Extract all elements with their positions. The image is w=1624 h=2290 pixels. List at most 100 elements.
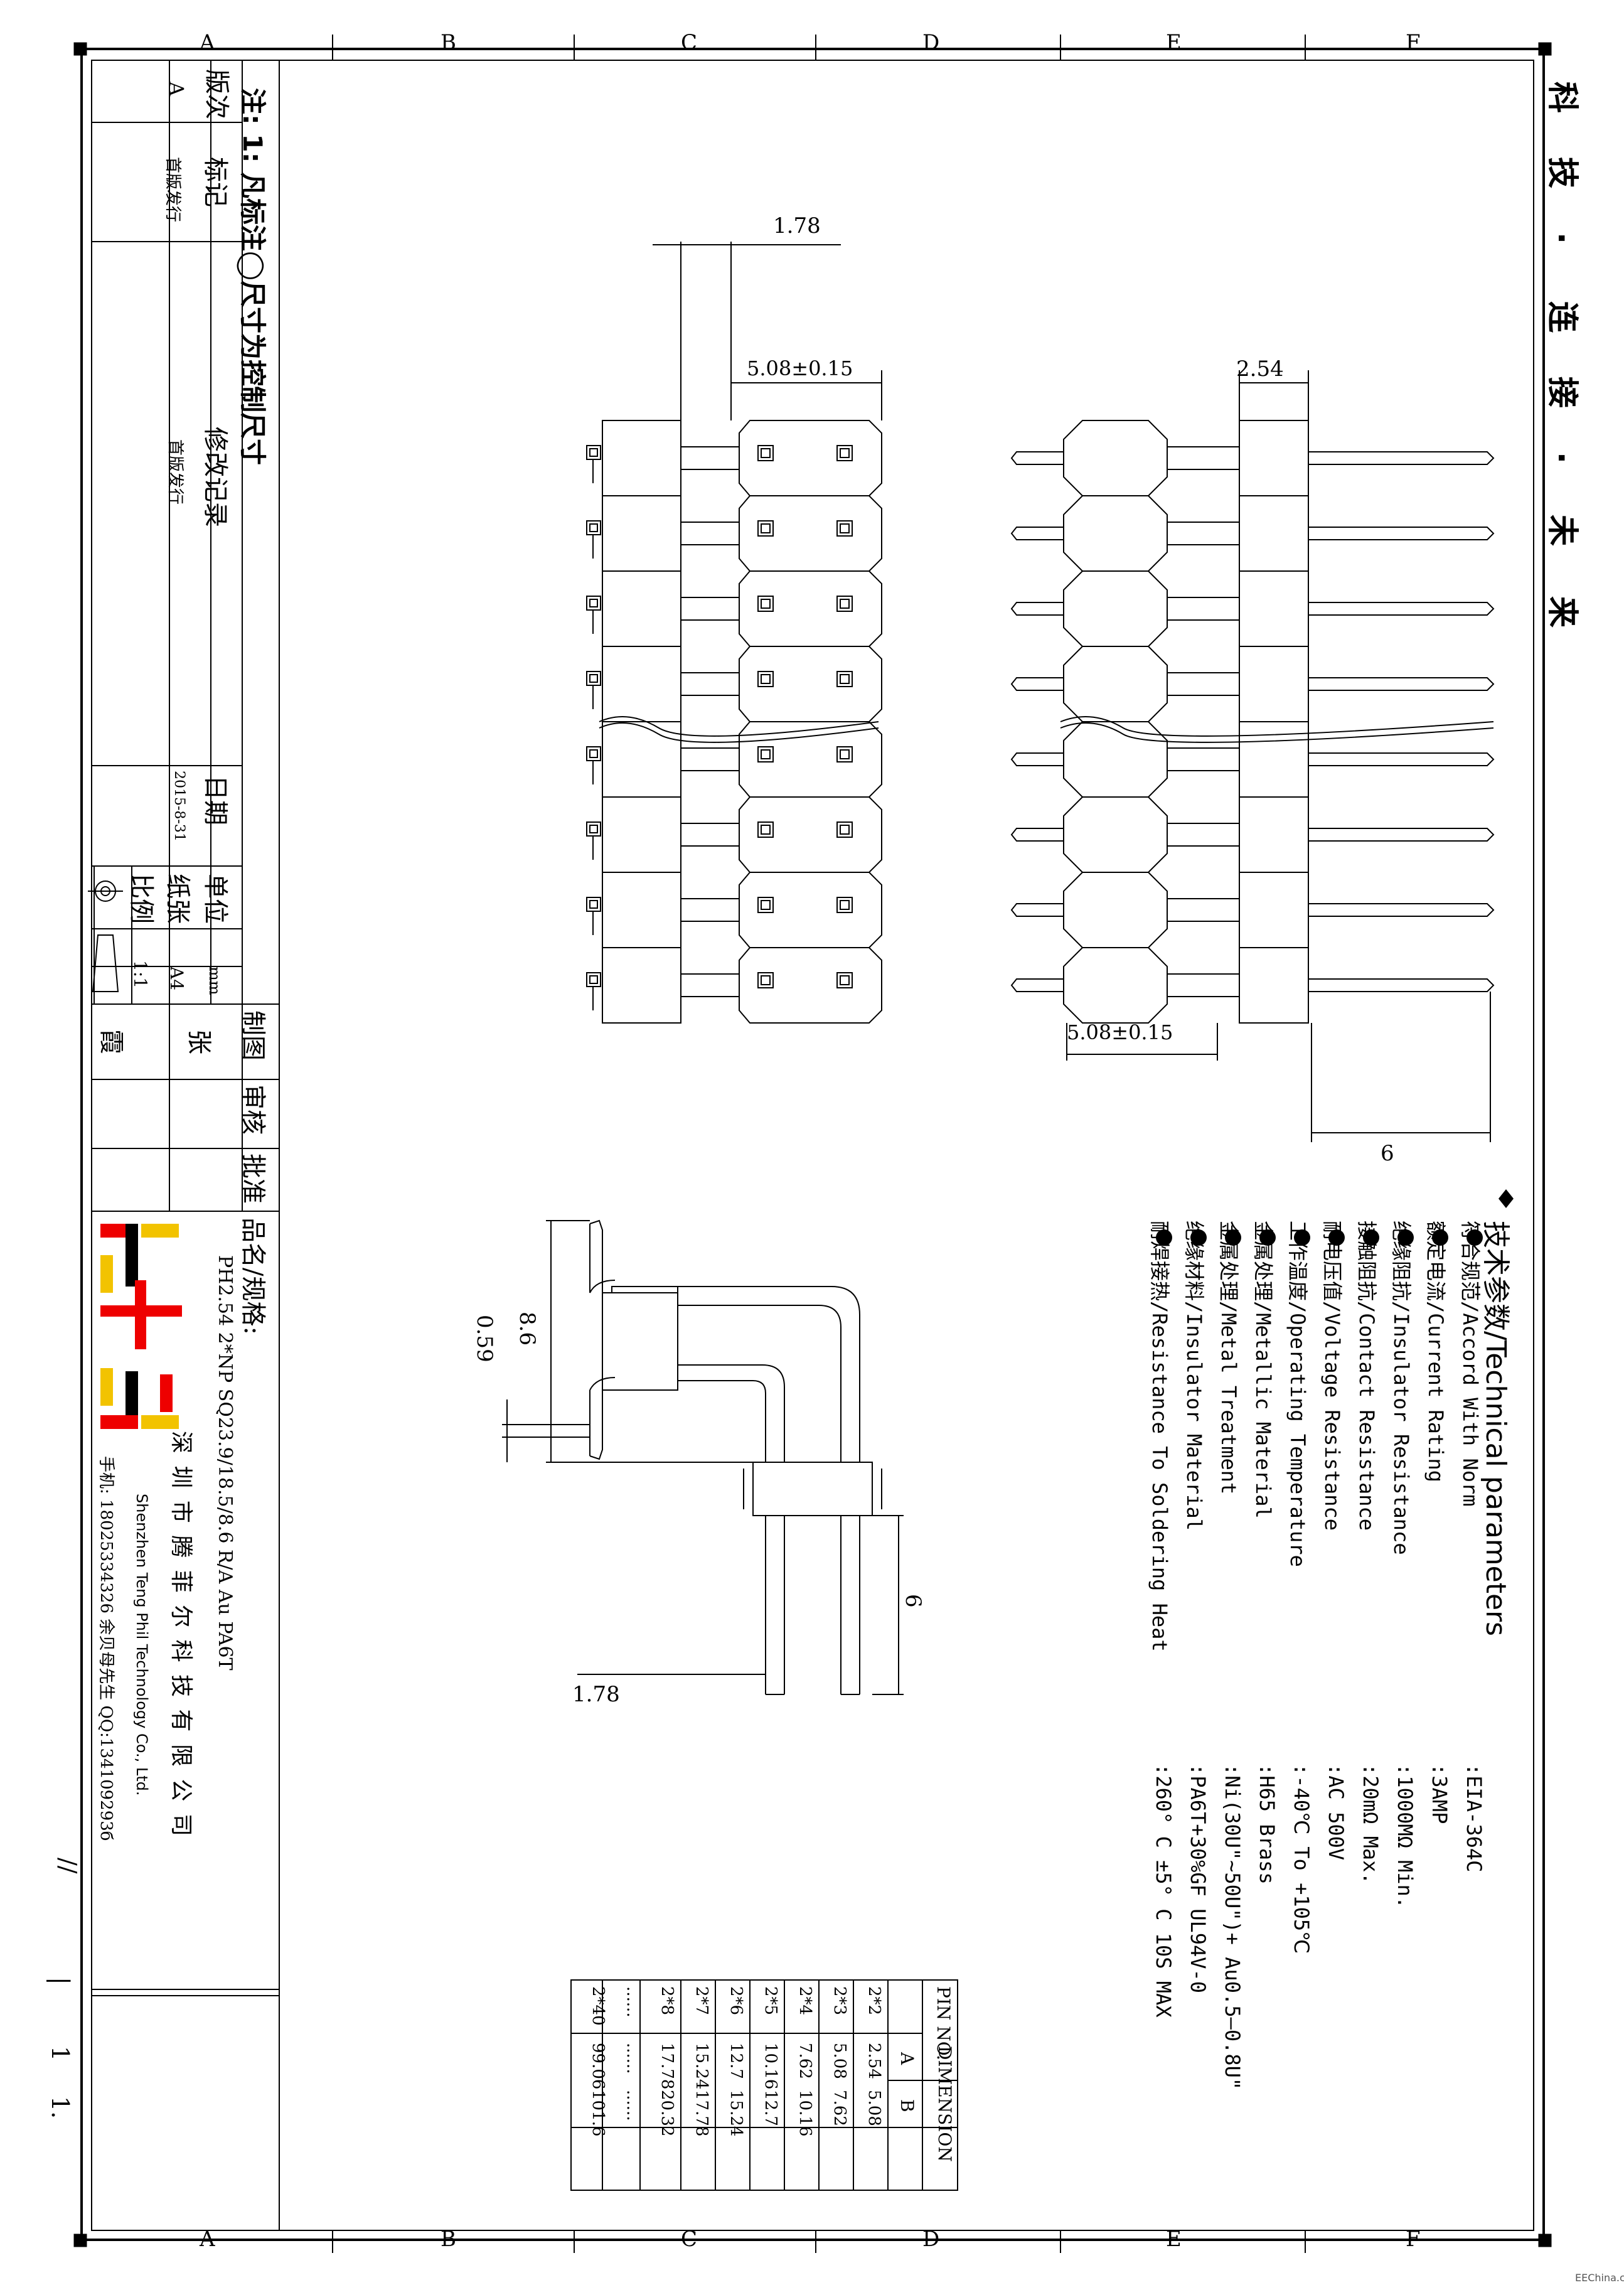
pin-table-cell: 15.24	[692, 2043, 711, 2090]
pin-table-cell: 2*3	[830, 1986, 849, 2016]
tech-row-value: :H65 Brass	[1255, 1763, 1279, 1885]
pin-table-cell: 17.78	[658, 2043, 676, 2090]
paper-value: A4	[166, 966, 187, 991]
tech-row-value: :PA6T+30%GF UL94V-0	[1186, 1763, 1210, 1994]
contact-info: 手机: 18025334326 余贝母先生 QQ:134109293б	[97, 1456, 115, 1841]
side-pin-view-drawing	[1010, 370, 1495, 1142]
tech-row-label: 金属处理/Metal Treatment	[1217, 1221, 1241, 1495]
pin-table-grid	[570, 1979, 958, 2191]
pin-table-cell: 5.08	[830, 2043, 849, 2079]
drawn-label: 制图	[238, 1010, 267, 1061]
col-label-c: C	[681, 30, 698, 55]
col-label-c-bottom: C	[681, 2227, 698, 2252]
pin-table-cell: 2*2	[865, 1986, 884, 2016]
tech-row-value: :AC 500V	[1324, 1763, 1348, 1861]
scale-label: 比例	[127, 874, 156, 924]
pin-table-cell: 5.08	[865, 2090, 884, 2126]
drawn-value: 张	[184, 1029, 213, 1054]
dim-1-78-top: 1.78	[773, 213, 821, 238]
tech-row-label: 额定电流/Current Rating	[1424, 1221, 1448, 1482]
pin-table-cell: 12.7	[761, 2090, 780, 2126]
pin-table-cell: 20.32	[658, 2090, 676, 2137]
mark-value: 首版发行	[163, 157, 182, 223]
bullet-icon	[1397, 1229, 1414, 1246]
tech-params-bullets	[1498, 1189, 1514, 1208]
tech-row-label: 接触阻抗/Contact Resistance	[1355, 1221, 1379, 1531]
col-label-b: B	[441, 30, 456, 55]
rev-header: 版次	[202, 69, 231, 119]
paper-label: 纸张	[163, 874, 192, 924]
dim-6-side: 6	[900, 1594, 926, 1608]
pin-table-cell: 15.24	[727, 2090, 745, 2137]
pin-table-cell: 101.6	[589, 2090, 607, 2137]
date-header: 日期	[201, 775, 230, 825]
pin-table-h-dim: DIMENSION	[934, 2046, 955, 2162]
dim-6-right: 6	[1381, 1141, 1394, 1166]
pin-table-cell: 2*7	[692, 1986, 711, 2016]
footer-mark-1: //	[54, 1858, 82, 1874]
tech-row-label: 绝缘材料/Insulator Material	[1182, 1221, 1206, 1531]
mark-header: 标记	[201, 157, 230, 207]
top-view-drawing	[586, 242, 882, 1024]
pin-table-cell: ......	[623, 2090, 642, 2121]
bullet-icon	[1328, 1229, 1345, 1246]
approve-label: 批准	[238, 1153, 267, 1204]
watermark: EEChina.com	[1575, 2272, 1624, 2284]
bullet-icon	[1190, 1229, 1207, 1246]
pin-table-cell: 10.16	[796, 2090, 815, 2137]
projection-symbol-icon	[88, 880, 123, 992]
tech-row-value: :260° C ±5° C 10S MAX	[1151, 1763, 1175, 2018]
pin-table-cell: 2*8	[658, 1986, 676, 2016]
company-name-cn: 深 圳 市 腾 菲 尔 科 技 有 限 公 司	[168, 1431, 194, 1839]
check-label: 审核	[238, 1084, 267, 1135]
dim-2-54: 2.54	[1236, 356, 1284, 382]
pin-table-cell: ......	[623, 1986, 642, 2018]
pin-table-cell: ......	[623, 2043, 642, 2074]
col-label-f: F	[1406, 30, 1421, 55]
tech-row-value: :-40℃ To +105℃	[1290, 1763, 1313, 1954]
tech-row-value: :1000MΩ Min.	[1393, 1763, 1417, 1909]
footer-mark-4: 1.	[46, 2096, 74, 2119]
dim-5-08-top: 5.08±0.15	[747, 356, 853, 380]
check-value: 霞	[97, 1029, 126, 1054]
tech-row-value: :3AMP	[1428, 1763, 1451, 1824]
tech-row-value: :Ni(30U"~50U")+ Au0.5—0.8U"	[1221, 1763, 1244, 2090]
tech-row-label: 耐焊接热/Resistance To Soldering Heat	[1148, 1221, 1172, 1652]
pin-table-h-b: B	[897, 2099, 917, 2112]
record-value: 首版发行	[166, 439, 184, 505]
name-value: PH2.54 2*NP SQ23.9/18.5/8.6 R/A Au PA6T	[214, 1255, 236, 1671]
col-label-e: E	[1166, 30, 1182, 55]
pin-table-cell: 17.78	[692, 2090, 711, 2137]
bullet-icon	[1225, 1229, 1241, 1246]
company-logo-icon	[100, 1224, 182, 1429]
bullet-icon	[1466, 1229, 1483, 1246]
pin-table-cell: 12.7	[727, 2043, 745, 2079]
col-label-d: D	[922, 30, 940, 55]
pin-table-cell: 2*4	[796, 1986, 815, 2016]
tech-row-label: 绝缘阻抗/Insulator Resistance	[1389, 1221, 1413, 1555]
tech-row-label: 金属处理/Metallic Material	[1251, 1221, 1275, 1519]
pin-table-cell: 2.54	[865, 2043, 884, 2079]
bullet-icon	[1363, 1229, 1379, 1246]
col-label-f-bottom: F	[1406, 2227, 1421, 2252]
dim-0-59: 0.59	[472, 1315, 497, 1362]
bullet-icon	[1259, 1229, 1276, 1246]
footer-mark-2: |	[46, 1977, 74, 1985]
pin-table-cell: 99.06	[589, 2043, 607, 2090]
col-label-b-bottom: B	[441, 2227, 456, 2252]
company-name-en: Shenzhen Teng Phil Technology Co., Ltd.	[133, 1494, 151, 1796]
side-view-drawing	[502, 1219, 904, 1695]
scale-value: 1:1	[130, 960, 151, 989]
dim-8-6: 8.6	[515, 1312, 540, 1346]
footer-mark-3: 1	[46, 2046, 74, 2062]
bullet-icon	[1294, 1229, 1310, 1246]
col-label-a: A	[200, 30, 215, 55]
dim-5-08-bottom: 5.08±0.15	[1067, 1020, 1173, 1044]
tech-row-label: 耐电压值/Voltage Resistance	[1320, 1221, 1344, 1531]
control-dimension-note: 注: 1: 凡标注◯尺寸为控制尺寸	[237, 88, 268, 466]
bullet-icon	[1432, 1229, 1448, 1246]
pin-table-h-a: A	[897, 2052, 917, 2065]
bullet-icon	[1156, 1229, 1172, 1246]
unit-label: 单位	[201, 874, 230, 924]
